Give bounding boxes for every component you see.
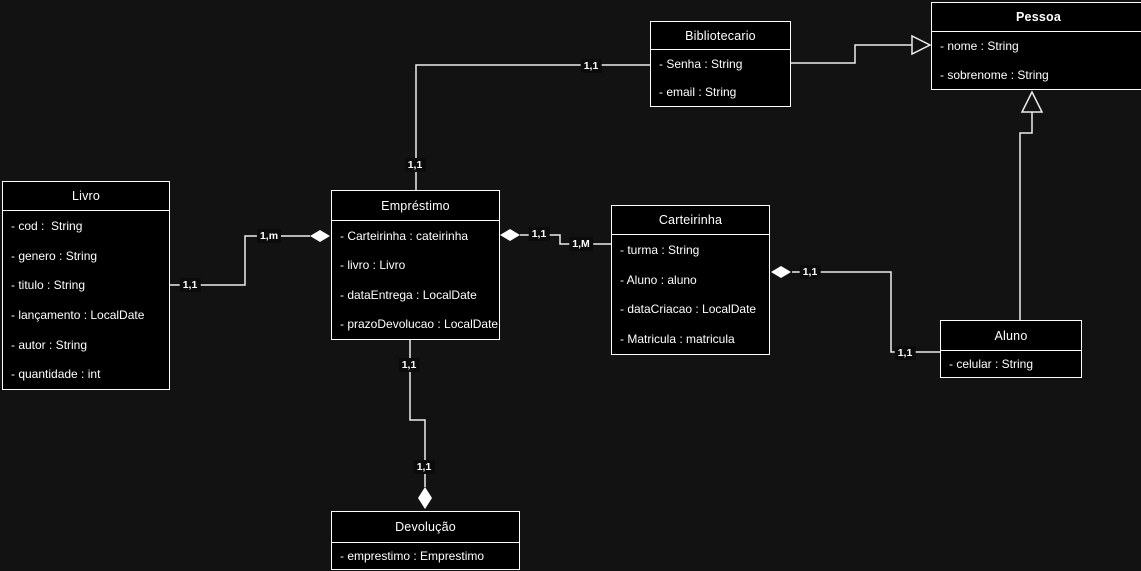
class-title-pessoa: Pessoa (932, 3, 1141, 32)
class-attribute: - autor : String (11, 337, 88, 352)
composition-diamond-icon (310, 230, 330, 242)
class-title-devolucao: Devolução (332, 512, 519, 543)
class-attribute: - Senha : String (659, 57, 743, 71)
class-attribute: - lançamento : LocalDate (11, 307, 145, 322)
class-attributes-carteirinha: - turma : String - Aluno : aluno - dataCri… (612, 235, 769, 354)
class-attributes-bibliotecario: - Senha : String - email : String (651, 50, 790, 106)
generalization-arrow-icon (1020, 90, 1044, 113)
multiplicity-label: 1,1 (894, 346, 916, 360)
class-attributes-pessoa: - nome : String - sobrenome : String (932, 32, 1141, 89)
class-attribute: - genero : String (11, 248, 98, 263)
multiplicity-label: 1,m (256, 229, 282, 243)
class-node-aluno[interactable]: Aluno - celular : String (940, 320, 1082, 378)
class-attribute: - email : String (659, 85, 737, 99)
class-title-livro: Livro (3, 182, 169, 211)
class-title-aluno: Aluno (941, 321, 1081, 351)
class-attribute: - livro : Livro (340, 258, 406, 273)
composition-diamond-icon (500, 229, 520, 241)
multiplicity-label: 1,1 (528, 227, 550, 241)
class-attribute: - sobrenome : String (940, 67, 1049, 82)
class-title-emprestimo: Empréstimo (332, 191, 499, 221)
composition-diamond-icon (418, 487, 432, 509)
multiplicity-label: 1,1 (179, 278, 201, 292)
class-attribute: - Carteirinha : cateirinha (340, 228, 469, 243)
class-attribute: - Matricula : matricula (620, 332, 735, 347)
class-attributes-emprestimo: - Carteirinha : cateirinha - livro : Livr… (332, 221, 499, 339)
class-attribute: - nome : String (940, 39, 1019, 54)
multiplicity-label: 1,1 (398, 358, 420, 372)
class-attribute: - titulo : String (11, 278, 86, 293)
multiplicity-label: 1,1 (404, 158, 426, 172)
multiplicity-label: 1,1 (799, 265, 821, 279)
class-attribute: - dataCriacao : LocalDate (620, 302, 757, 317)
relationship-line-generalization[interactable] (1019, 112, 1033, 320)
relationship-line-composition[interactable] (792, 271, 940, 353)
multiplicity-label: 1,1 (413, 460, 435, 474)
multiplicity-label: 1,M (569, 237, 593, 251)
multiplicity-label: 1,1 (580, 59, 602, 73)
relationship-line-association[interactable] (415, 64, 650, 190)
class-node-emprestimo[interactable]: Empréstimo - Carteirinha : cateirinha - li… (331, 190, 500, 340)
class-attributes-devolucao: - emprestimo : Emprestimo (332, 543, 519, 569)
class-node-pessoa[interactable]: Pessoa - nome : String - sobrenome : Strin… (931, 2, 1141, 90)
class-attribute: - cod : String (11, 218, 83, 233)
relationship-line-generalization[interactable] (791, 44, 912, 64)
class-attribute: - dataEntrega : LocalDate (340, 287, 477, 302)
composition-diamond-icon (771, 266, 791, 278)
class-node-bibliotecario[interactable]: Bibliotecario - Senha : String - email : S… (650, 21, 791, 107)
class-node-carteirinha[interactable]: Carteirinha - turma : String - Aluno : alu… (611, 205, 770, 355)
class-attribute: - quantidade : int (11, 367, 101, 382)
class-title-bibliotecario: Bibliotecario (651, 22, 790, 50)
class-title-carteirinha: Carteirinha (612, 206, 769, 235)
class-attribute: - turma : String (620, 242, 700, 257)
class-attribute: - emprestimo : Emprestimo (340, 549, 485, 563)
class-attribute: - celular : String (949, 357, 1034, 371)
generalization-arrow-icon (911, 34, 932, 56)
class-attributes-livro: - cod : String - genero : String - titulo … (3, 211, 169, 389)
class-attribute: - prazoDevolucao : LocalDate (340, 317, 499, 332)
class-node-devolucao[interactable]: Devolução - emprestimo : Emprestimo (331, 511, 520, 570)
class-node-livro[interactable]: Livro - cod : String - genero : String - ti… (2, 181, 170, 390)
class-attribute: - Aluno : aluno (620, 272, 697, 287)
class-attributes-aluno: - celular : String (941, 351, 1081, 377)
